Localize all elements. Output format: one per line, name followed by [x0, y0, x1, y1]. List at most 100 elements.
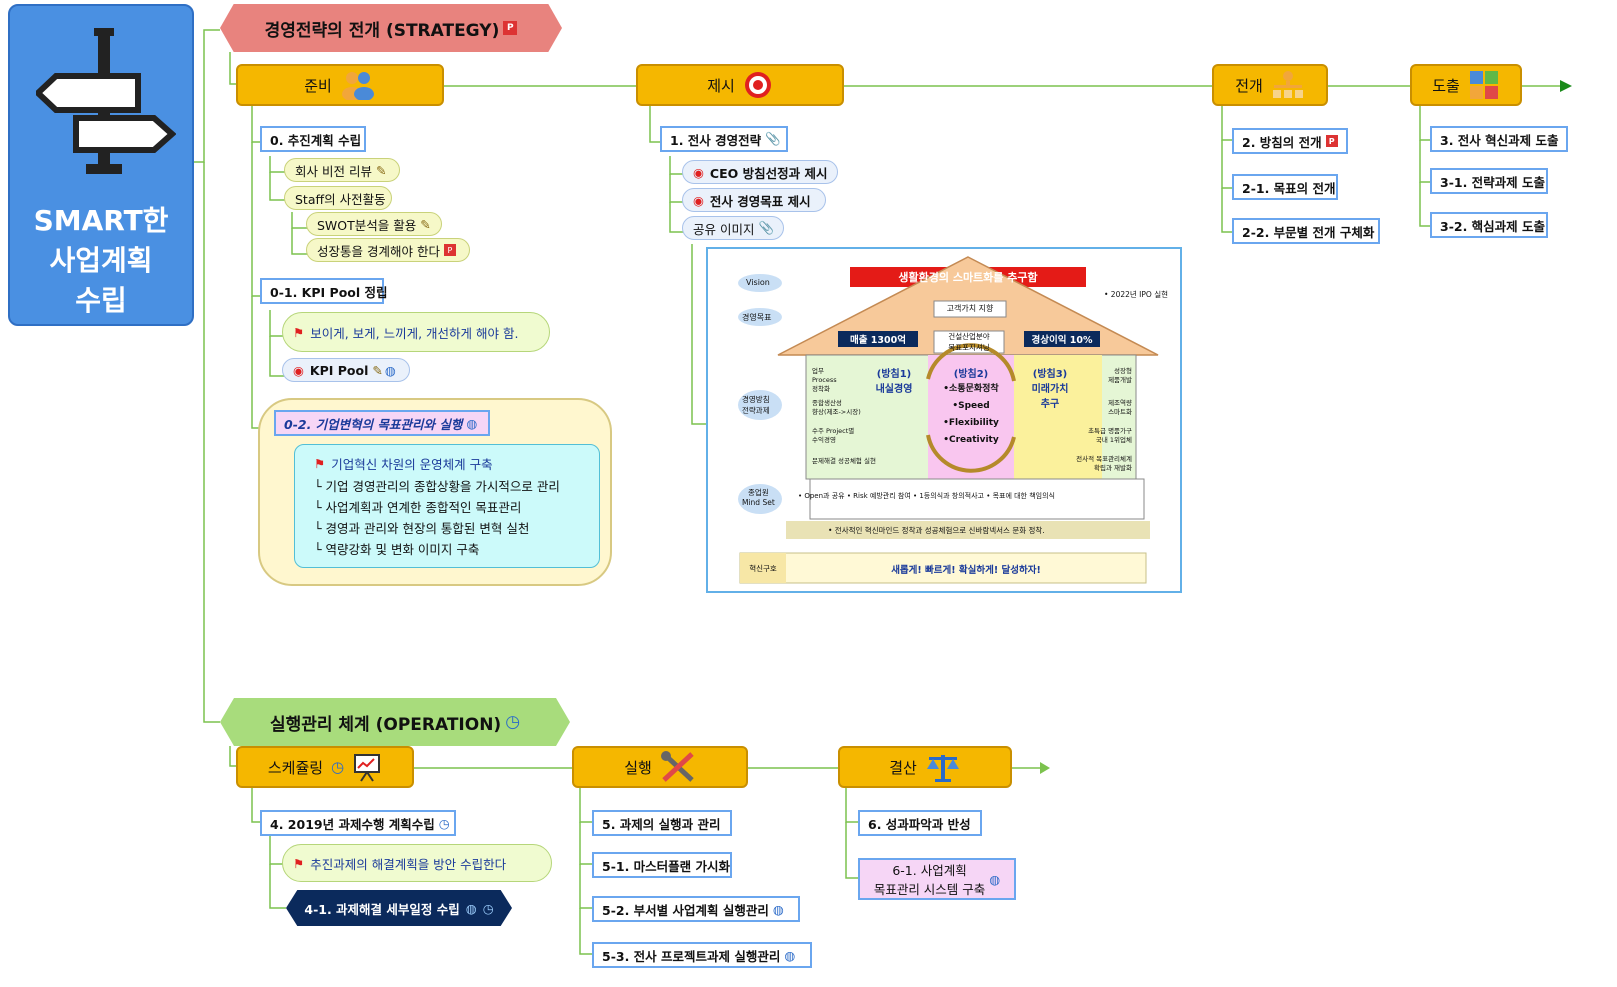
node-5-execute[interactable]: 5. 과제의 실행과 관리	[592, 810, 732, 836]
node-3-label: 3. 전사 혁신과제 도출	[1440, 132, 1559, 148]
root-title: SMART한 사업계획 수립	[33, 204, 169, 317]
node-6-result[interactable]: 6. 성과파악과 반성	[858, 810, 982, 836]
puzzle-icon	[1469, 71, 1498, 99]
customer-value: 고객가치 지향	[946, 304, 994, 313]
note-icon: ✎	[375, 162, 387, 178]
list-item[interactable]: └ 사업계획과 연계한 종합적인 목표관리	[314, 500, 522, 515]
node-5-2-label: 5-2. 부서별 사업계획 실행관리	[602, 902, 769, 918]
list-item[interactable]: └ 역량강화 및 변화 이미지 구축	[314, 542, 480, 557]
left-item: 문제해결 성공체험 실현	[812, 457, 876, 465]
staff-activity-node[interactable]: Staff의 사전활동	[284, 186, 392, 210]
side-label-goal: 경영목표	[742, 313, 772, 322]
derive-node[interactable]: 도출	[1410, 64, 1522, 106]
slogan-text: 새롭게! 빠르게! 확실하게! 달성하자!	[891, 565, 1041, 576]
policy-2-items: •소통문화정착 •Speed •Flexibility •Creativity	[930, 381, 1012, 449]
node-6-1-system[interactable]: 6-1. 사업계획 목표관리 시스템 구축 ◍	[858, 858, 1016, 900]
node-5-1-masterplan[interactable]: 5-1. 마스터플랜 가시화	[592, 852, 732, 878]
policy-2-item: •Speed	[952, 401, 990, 411]
node-5-1-label: 5-1. 마스터플랜 가시화	[602, 858, 731, 874]
node-0-2-goal[interactable]: 0-2. 기업변혁의 목표관리와 실행 ◍	[274, 410, 490, 436]
growing-pains-node[interactable]: 성장통을 경계해야 한다 P	[306, 238, 470, 262]
schedule-node[interactable]: 스케쥴링 ◷	[236, 746, 414, 788]
left-item: 수주 Project별 수익경영	[812, 427, 855, 444]
list-item[interactable]: └ 경영과 관리와 현장의 통합된 변혁 실천	[314, 521, 530, 536]
red-flag-icon: ⚑	[293, 855, 305, 871]
node-3-1-strategy[interactable]: 3-1. 전략과제 도출	[1430, 168, 1548, 194]
right-item: 제조역량 스마트화	[1108, 399, 1132, 416]
shared-image-node[interactable]: 공유 이미지 📎	[682, 216, 784, 240]
root-node[interactable]: SMART한 사업계획 수립	[8, 4, 194, 326]
policy-2: (방침2)	[953, 369, 989, 380]
operating-system-box	[294, 444, 600, 568]
ceo-policy-label: CEO 방침선정과 제시	[709, 165, 828, 181]
paperclip-icon: 📎	[765, 131, 781, 146]
node-1-strategy[interactable]: 1. 전사 경영전략 📎	[660, 126, 788, 152]
settle-node[interactable]: 결산	[838, 746, 1012, 788]
swot-node[interactable]: SWOT분석을 활용 ✎	[306, 212, 442, 236]
node-2-1-goal[interactable]: 2-1. 목표의 전개	[1232, 174, 1338, 200]
node-5-3-project[interactable]: 5-3. 전사 프로젝트과제 실행관리 ◍	[592, 942, 812, 968]
clock-icon: ◷	[331, 758, 345, 776]
policy-3: (방침3) 미래가치 추구	[1031, 369, 1069, 410]
node-4-plan[interactable]: 4. 2019년 과제수행 계획수립 ◷	[260, 810, 456, 836]
node-5-2-department[interactable]: 5-2. 부서별 사업계획 실행관리 ◍	[592, 896, 800, 922]
node-3-innovation[interactable]: 3. 전사 혁신과제 도출	[1430, 126, 1568, 152]
globe-icon: ◍	[384, 362, 396, 378]
node-2-2-division[interactable]: 2-2. 부문별 전개 구체화	[1232, 218, 1380, 244]
node-6-1-label: 6-1. 사업계획 목표관리 시스템 구축	[873, 863, 986, 897]
globe-icon: ◍	[466, 415, 478, 431]
operation-banner[interactable]: 실행관리 체계 (OPERATION) ◷	[220, 698, 570, 746]
tools-icon	[660, 751, 694, 782]
strategy-house-image: 생활환경의 스마트화를 추구함 • 2022년 IPO 실현 Vision 경영…	[706, 247, 1182, 593]
left-items: 업무 Process 정착화 종합생산성 향상(제조->시장) 수주 Proje…	[812, 367, 876, 466]
kpi-note-node[interactable]: ⚑ 보이게, 보게, 느끼게, 개선하게 해야 함.	[282, 312, 550, 352]
house-title: 생활환경의 스마트화를 추구함	[898, 271, 1038, 284]
node-0-1-kpi[interactable]: 0-1. KPI Pool 정립	[260, 278, 388, 304]
list-item[interactable]: └ 기업 경영관리의 종합상황을 가시적으로 관리	[314, 479, 560, 494]
node-0-plan[interactable]: 0. 추진계획 수립	[260, 126, 366, 152]
prepare-label: 준비	[304, 76, 332, 95]
prepare-node[interactable]: 준비	[236, 64, 444, 106]
deploy-node[interactable]: 전개	[1212, 64, 1328, 106]
clock-icon: ◷	[438, 815, 450, 831]
node-0-2-label: 0-2. 기업변혁의 목표관리와 실행	[284, 416, 463, 432]
node-2-label: 2. 방침의 전개	[1242, 134, 1322, 150]
node-4-label: 4. 2019년 과제수행 계획수립	[270, 816, 435, 832]
node-3-2-core[interactable]: 3-2. 핵심과제 도출	[1430, 212, 1548, 238]
operating-system-list: └ 기업 경영관리의 종합상황을 가시적으로 관리 └ 사업계획과 연계한 종합…	[314, 476, 594, 560]
house-diagram	[738, 256, 1159, 584]
solution-plan-node[interactable]: ⚑ 추진과제의 해결계획을 방안 수립한다	[282, 844, 552, 882]
note-icon: ✎	[420, 216, 431, 232]
signpost-icon	[36, 28, 176, 174]
operating-system-head[interactable]: ⚑ 기업혁신 차원의 운영체계 구축	[304, 452, 503, 474]
kpi-note-label: 보이게, 보게, 느끼게, 개선하게 해야 함.	[310, 325, 519, 341]
vision-review-label: 회사 비전 리뷰	[295, 163, 372, 179]
node-3-1-label: 3-1. 전략과제 도출	[1440, 174, 1546, 190]
operating-system-head-label: 기업혁신 차원의 운영체계 구축	[331, 456, 493, 472]
kpi-pool-node[interactable]: ◉ KPI Pool ✎ ◍	[282, 358, 410, 382]
solution-plan-label: 추진과제의 해결계획을 방안 수립한다	[310, 856, 507, 872]
node-6-label: 6. 성과파악과 반성	[868, 816, 971, 832]
vision-review-node[interactable]: 회사 비전 리뷰 ✎	[284, 158, 400, 182]
target-icon: ◉	[293, 362, 304, 378]
innovation-label: 혁신구호	[749, 564, 777, 573]
right-item: 초특급 명품가구 국내 1위업체	[1088, 427, 1132, 444]
presentation-icon	[354, 754, 381, 782]
clock-icon: ◷	[482, 900, 494, 916]
policy-2-item: •Creativity	[943, 435, 999, 445]
side-label-mindset: 종업원 Mind Set	[742, 488, 775, 507]
list-item-text: 역량강화 및 변화 이미지 구축	[325, 542, 480, 557]
policy-2-item: •Flexibility	[943, 418, 999, 428]
strategy-banner[interactable]: 경영전략의 전개 (STRATEGY) P	[220, 4, 562, 52]
mindset-text: • Open과 공유 • Risk 예방관리 참여 • 1등의식과 창의적사고 …	[798, 492, 1055, 500]
execute-node[interactable]: 실행	[572, 746, 748, 788]
company-goal-node[interactable]: ◉ 전사 경영목표 제시	[682, 188, 826, 212]
node-4-1-detail[interactable]: 4-1. 과제해결 세부일정 수립 ◍ ◷	[286, 890, 512, 926]
node-2-policy[interactable]: 2. 방침의 전개 P	[1232, 128, 1348, 154]
present-node[interactable]: 제시	[636, 64, 844, 106]
company-goal-label: 전사 경영목표 제시	[709, 193, 811, 209]
ceo-policy-node[interactable]: ◉ CEO 방침선정과 제시	[682, 160, 838, 184]
execute-label: 실행	[624, 758, 652, 777]
globe-icon: ◍	[772, 901, 784, 917]
